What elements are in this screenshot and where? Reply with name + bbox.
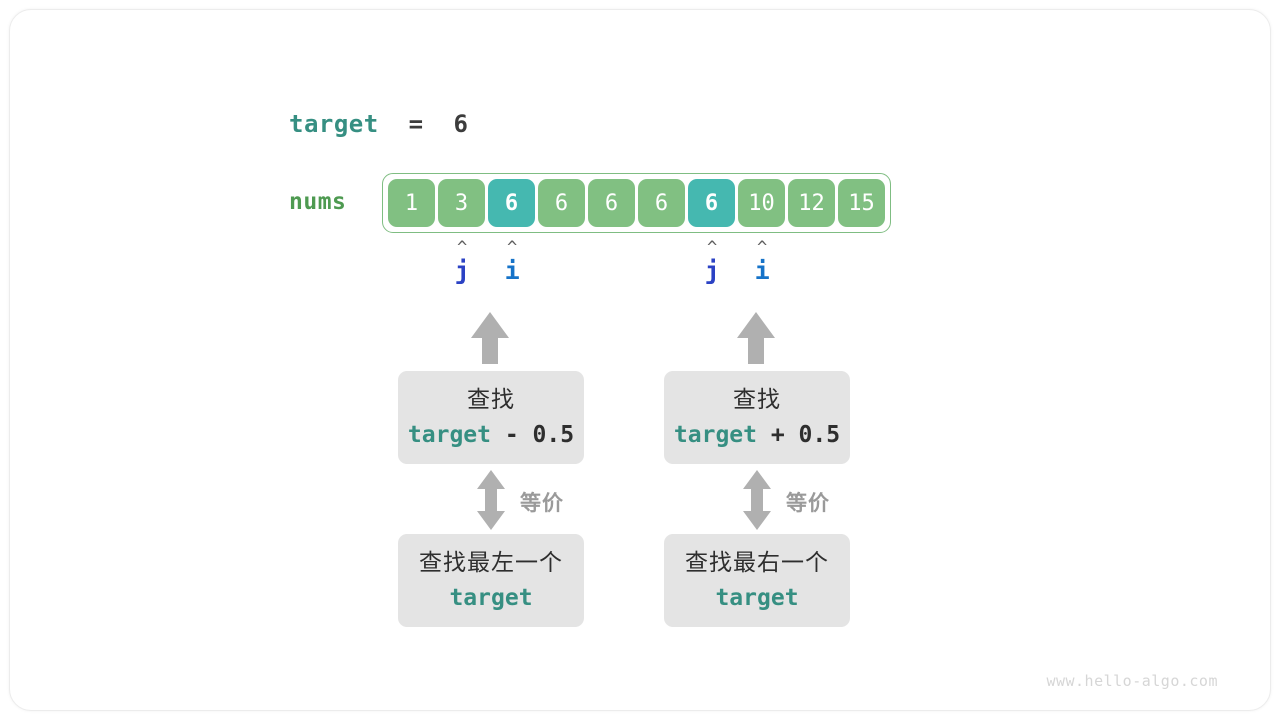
target-keyword: target <box>289 110 379 138</box>
right-up-arrow-head <box>737 312 775 338</box>
left-upper-box: 查找 target - 0.5 <box>398 371 584 464</box>
target-declaration: target = 6 <box>289 110 468 138</box>
array-cell-0: 1 <box>388 179 435 227</box>
right-up-arrow-icon <box>737 312 775 364</box>
left-lower-box-expression: target <box>449 581 532 615</box>
left-equivalence-arrow-down <box>477 511 505 530</box>
pointer-caret-icon: ^ <box>756 238 768 258</box>
array-cell-2: 6 <box>488 179 535 227</box>
right-lower-box-title: 查找最右一个 <box>685 549 829 576</box>
pointer-right-i: ^i <box>739 240 786 286</box>
pointer-name-label: i <box>504 256 520 285</box>
left-upper-expr-operator: - 0.5 <box>491 421 575 448</box>
left-upper-box-expression: target - 0.5 <box>408 418 574 452</box>
array-cell-7: 10 <box>738 179 785 227</box>
right-equivalence-arrow-up <box>743 470 771 489</box>
right-upper-box-expression: target + 0.5 <box>674 418 840 452</box>
equals-operator: = <box>408 110 424 138</box>
pointer-left-i: ^i <box>489 240 536 286</box>
left-up-arrow-icon <box>471 312 509 364</box>
array-cell-8: 12 <box>788 179 835 227</box>
target-value: 6 <box>453 110 469 138</box>
left-upper-expr-keyword: target <box>407 421 491 448</box>
left-equivalence-arrow-icon <box>477 470 505 530</box>
right-up-arrow-shaft <box>748 337 764 364</box>
right-equivalence-label: 等价 <box>786 491 830 515</box>
right-lower-box-expression: target <box>715 581 798 615</box>
array-cell-4: 6 <box>588 179 635 227</box>
left-equivalence-arrow-up <box>477 470 505 489</box>
array-cell-6: 6 <box>688 179 735 227</box>
canvas-frame <box>9 9 1271 711</box>
left-equivalence-arrow-bar <box>485 488 497 512</box>
pointer-caret-icon: ^ <box>706 238 718 258</box>
pointer-left-j: ^j <box>439 240 486 286</box>
left-upper-box-title: 查找 <box>467 386 515 413</box>
array-cell-9: 15 <box>838 179 885 227</box>
array-cell-1: 3 <box>438 179 485 227</box>
array-cell-3: 6 <box>538 179 585 227</box>
left-lower-expr-keyword: target <box>449 584 533 611</box>
pointer-caret-icon: ^ <box>456 238 468 258</box>
right-upper-box-title: 查找 <box>733 386 781 413</box>
left-up-arrow-head <box>471 312 509 338</box>
right-equivalence-arrow-down <box>743 511 771 530</box>
right-upper-expr-operator: + 0.5 <box>757 421 841 448</box>
left-lower-box: 查找最左一个 target <box>398 534 584 627</box>
right-lower-expr-keyword: target <box>715 584 799 611</box>
pointer-name-label: j <box>454 256 470 285</box>
pointer-name-label: j <box>704 256 720 285</box>
right-upper-box: 查找 target + 0.5 <box>664 371 850 464</box>
left-equivalence-label: 等价 <box>520 491 564 515</box>
left-up-arrow-shaft <box>482 337 498 364</box>
right-upper-expr-keyword: target <box>673 421 757 448</box>
nums-label: nums <box>289 189 347 215</box>
right-lower-box: 查找最右一个 target <box>664 534 850 627</box>
watermark: www.hello-algo.com <box>1046 672 1218 690</box>
left-lower-box-title: 查找最左一个 <box>419 549 563 576</box>
array-cell-5: 6 <box>638 179 685 227</box>
pointer-right-j: ^j <box>689 240 736 286</box>
pointer-name-label: i <box>754 256 770 285</box>
pointer-caret-icon: ^ <box>506 238 518 258</box>
right-equivalence-arrow-icon <box>743 470 771 530</box>
right-equivalence-arrow-bar <box>751 488 763 512</box>
